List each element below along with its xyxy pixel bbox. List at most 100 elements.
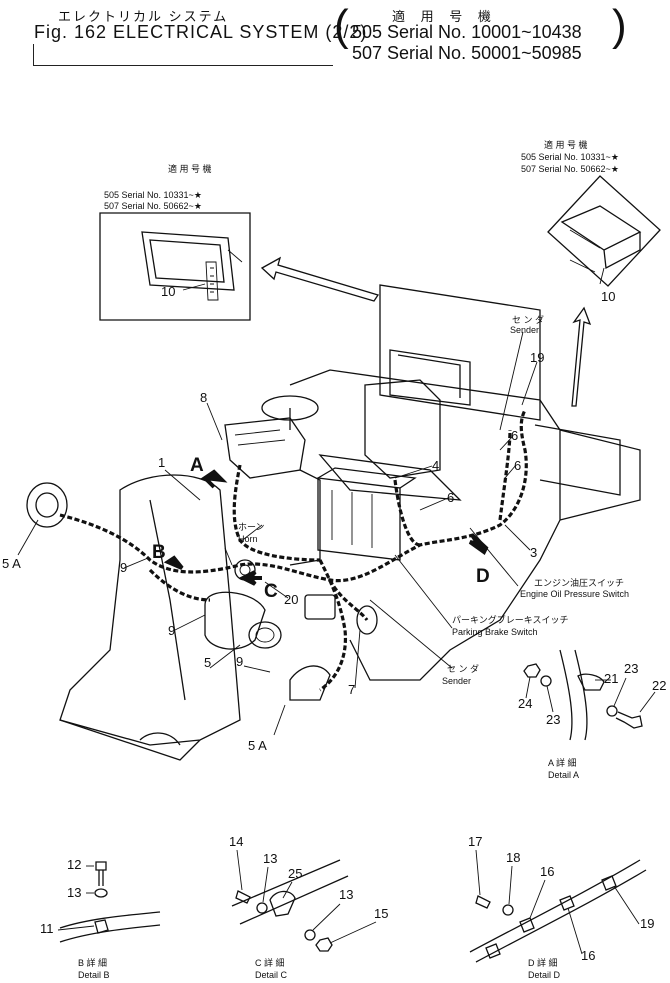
right-callout: 適 用 号 機 505 Serial No. 10331~★ 507 Seria… — [521, 139, 661, 304]
work-lamp — [248, 621, 282, 649]
left-callout-part-10: 10 — [161, 284, 175, 299]
detail-c-part-13b: 13 — [339, 887, 353, 902]
left-callout-serial-507: 507 Serial No. 50662~★ — [104, 201, 202, 211]
detail-a-part-22: 22 — [652, 678, 666, 693]
detail-a-part-23a: 23 — [624, 661, 638, 676]
part-6-mid: 6 — [447, 490, 454, 505]
header-underline-tick — [33, 44, 34, 65]
horn-jp: ホーン — [238, 522, 265, 532]
detail-b-jp: B 詳 細 — [78, 957, 107, 968]
right-parenthesis: ) — [612, 1, 627, 50]
detail-b-part-12: 12 — [67, 857, 81, 872]
detail-a: 21 23 22 24 23 A 詳 細 Detail A — [518, 649, 666, 780]
detail-a-en: Detail A — [548, 770, 579, 780]
detail-c-jp: C 詳 細 — [255, 957, 285, 968]
title-japanese: エレクトリカル システム — [58, 9, 229, 24]
relay-box — [304, 594, 336, 620]
detail-d-part-19: 19 — [640, 916, 654, 931]
part-3: 3 — [530, 545, 537, 560]
left-callout-panel — [141, 231, 235, 291]
front-frame — [59, 474, 241, 746]
left-callout-serial-505: 505 Serial No. 10331~★ — [104, 190, 202, 200]
detail-a-part-24: 24 — [518, 696, 532, 711]
detail-a-part-23b: 23 — [546, 712, 560, 727]
left-callout-frame — [99, 212, 251, 321]
right-headlamp — [289, 665, 331, 701]
oil-switch-jp: エンジン油圧スイッチ — [534, 577, 624, 588]
serial-range-505: 505 Serial No. 10001~10438 — [352, 22, 582, 42]
detail-c-part-13a: 13 — [263, 851, 277, 866]
sender-top-jp: セ ン ダ — [512, 314, 544, 325]
right-callout-serial-505: 505 Serial No. 10331~★ — [521, 152, 619, 162]
view-letter-a: A — [190, 455, 204, 476]
part-5a-bottom: 5 A — [248, 738, 267, 753]
sender-bottom-jp: セ ン ダ — [447, 663, 479, 674]
seat — [364, 379, 441, 479]
sender-top-en: Sender — [510, 325, 539, 335]
detail-b-en: Detail B — [78, 970, 110, 980]
view-letter-d: D — [476, 566, 490, 587]
part-9-c: 9 — [236, 654, 243, 669]
detail-d-part-16b: 16 — [581, 948, 595, 963]
dashboard — [224, 417, 306, 479]
part-7: 7 — [348, 682, 355, 697]
left-headlamp — [26, 482, 68, 528]
detail-b-part-11: 11 — [40, 921, 54, 936]
detail-d-en: Detail D — [528, 970, 561, 980]
part-6-d: 6 — [514, 458, 521, 473]
detail-c: 14 13 25 13 15 C 詳 細 Detail C — [229, 834, 388, 980]
brake-switch-en: Parking Brake Switch — [452, 627, 538, 637]
right-callout-arrow — [571, 306, 592, 407]
part-1: 1 — [158, 455, 165, 470]
right-callout-usage-jp: 適 用 号 機 — [544, 139, 588, 150]
detail-a-part-21: 21 — [604, 671, 618, 686]
part-9-a: 9 — [120, 560, 127, 575]
left-parenthesis: ( — [334, 1, 349, 50]
detail-d-part-17: 17 — [468, 834, 482, 849]
left-callout-arrow — [260, 256, 380, 302]
usage-heading-japanese: 適 用 号 機 — [392, 9, 497, 24]
view-arrows: A B C D — [152, 455, 490, 602]
part-9-b: 9 — [168, 623, 175, 638]
serial-range-507: 507 Serial No. 50001~50985 — [352, 43, 582, 63]
detail-d-jp: D 詳 細 — [528, 957, 558, 968]
right-callout-serial-507: 507 Serial No. 50662~★ — [521, 164, 619, 174]
part-4: 4 — [432, 458, 439, 473]
view-letter-c: C — [264, 581, 278, 602]
detail-d-part-18: 18 — [506, 850, 520, 865]
sender-bottom-en: Sender — [442, 676, 471, 686]
part-8: 8 — [200, 390, 207, 405]
oil-switch-en: Engine Oil Pressure Switch — [520, 589, 629, 599]
part-19: 19 — [530, 350, 544, 365]
view-letter-b: B — [152, 542, 166, 563]
detail-c-part-15: 15 — [374, 906, 388, 921]
detail-b: 12 13 11 B 詳 細 Detail B — [40, 857, 161, 980]
right-callout-panel — [560, 205, 642, 251]
detail-b-part-13: 13 — [67, 885, 81, 900]
left-callout: 適 用 号 機 505 Serial No. 10331~★ 507 Seria… — [99, 163, 251, 321]
part-5a-left: 5 A — [2, 556, 21, 571]
brake-switch-jp: パーキングブレーキスイッチ — [452, 614, 568, 625]
bottom-sender — [356, 605, 378, 635]
wiring-harness — [59, 409, 528, 692]
right-callout-frame — [547, 175, 661, 287]
part-5: 5 — [204, 655, 211, 670]
detail-c-part-14: 14 — [229, 834, 243, 849]
detail-a-jp: A 詳 細 — [548, 757, 577, 768]
part-20: 20 — [284, 592, 298, 607]
machine-body — [26, 284, 641, 761]
right-callout-part-10: 10 — [601, 289, 615, 304]
left-callout-usage-jp: 適 用 号 機 — [168, 163, 212, 174]
component-labels: セ ン ダ Sender ホーン Horn エンジン油圧スイッチ Engine … — [238, 314, 629, 686]
detail-c-en: Detail C — [255, 970, 288, 980]
detail-d-part-16a: 16 — [540, 864, 554, 879]
figure-title: Fig. 162 ELECTRICAL SYSTEM (2/2) — [34, 22, 368, 42]
detail-d: 17 18 16 19 16 D 詳 細 Detail D — [468, 834, 654, 980]
part-numbers: 1 8 4 6 6 6 3 19 20 9 9 9 5 5 A 5 A 7 — [2, 350, 544, 753]
part-6-top: 6 — [511, 428, 518, 443]
horn-en: Horn — [238, 534, 258, 544]
detail-c-part-25: 25 — [288, 866, 302, 881]
leader-lines — [17, 331, 538, 736]
header-underline — [33, 65, 333, 66]
